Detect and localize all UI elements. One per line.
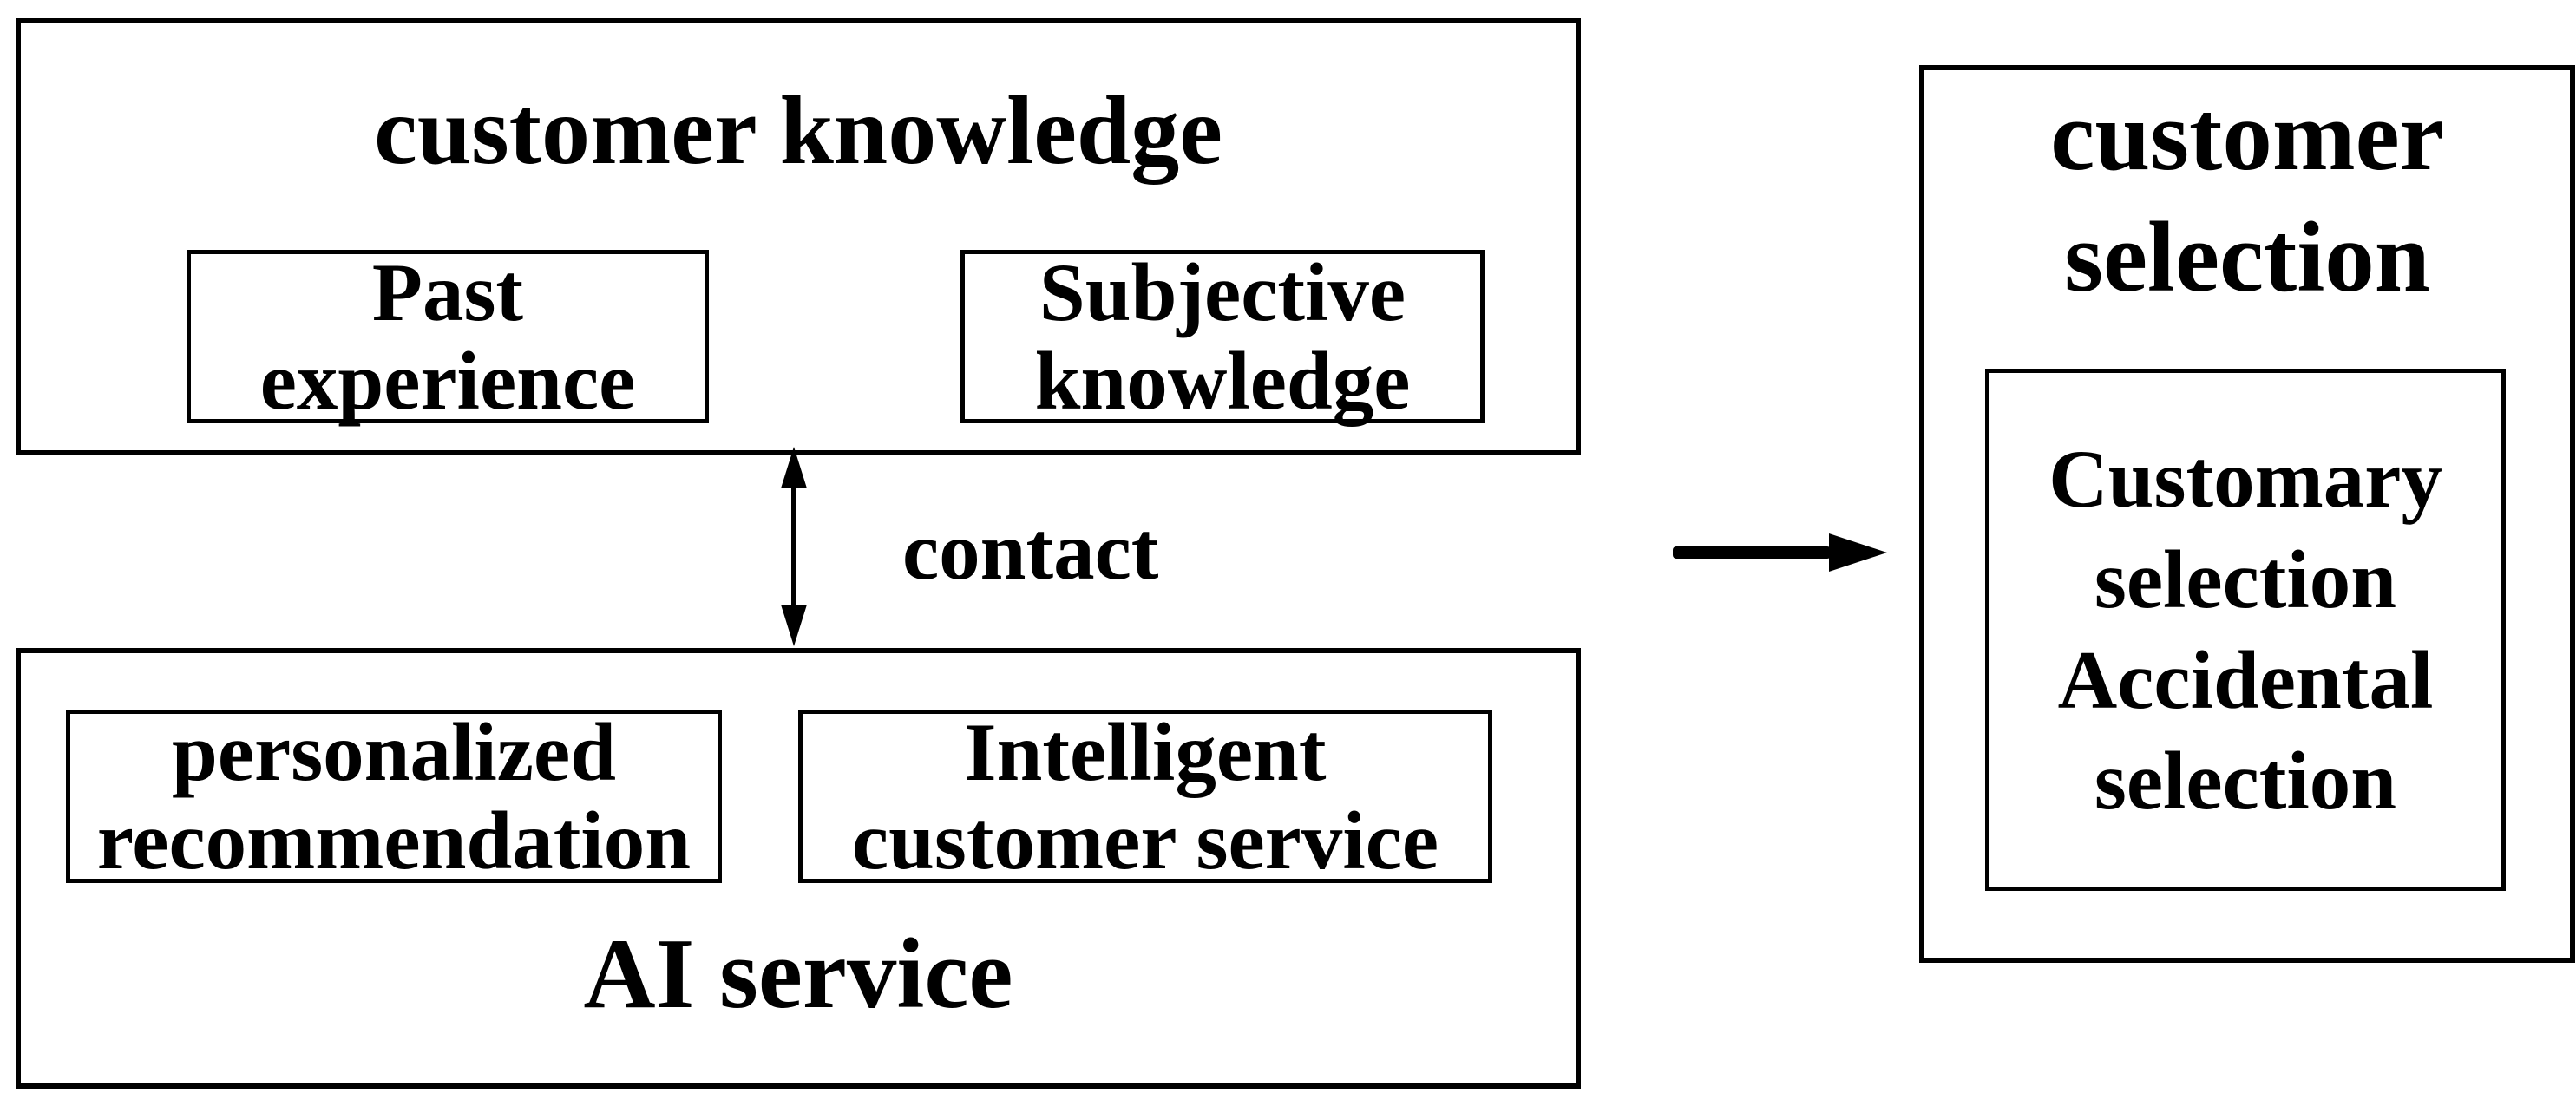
contact-label: contact [902,505,1159,597]
ai-service-title: AI service [583,919,1013,1029]
selection-types-line-3: Accidental [2057,634,2434,726]
subjective-knowledge-line-1: Subjective [1039,246,1406,338]
past-experience-line-2: experience [259,335,636,427]
flow-right-arrow-icon [1673,533,1887,572]
customer-selection-title-line-2: selection [2064,202,2430,312]
subjective-knowledge-box: Subjective knowledge [960,246,1485,427]
contact-double-arrow-icon [781,447,807,646]
ai-service-box: personalized recommendation Intelligent … [16,648,1581,1089]
subjective-knowledge-line-2: knowledge [1034,335,1411,427]
selection-types-line-2: selection [2094,533,2397,625]
selection-types-line-1: Customary [2048,433,2442,525]
intelligent-customer-service-box: Intelligent customer service [798,706,1492,887]
past-experience-box: Past experience [187,246,709,427]
customer-selection-box: customer selection Customary selection A… [1919,65,2575,963]
customer-selection-title: customer selection [1924,75,2570,318]
personalized-recommendation-line-2: recommendation [96,795,692,887]
customer-selection-title-line-1: customer [2050,81,2444,191]
personalized-recommendation-box: personalized recommendation [66,706,722,887]
intelligent-customer-service-line-1: Intelligent [964,706,1327,798]
personalized-recommendation-line-1: personalized [172,706,616,798]
selection-types-box: Customary selection Accidental selection [1985,369,2506,891]
selection-types-line-4: selection [2094,735,2397,827]
customer-knowledge-box: customer knowledge Past experience Subje… [16,18,1581,455]
intelligent-customer-service-line-2: customer service [851,795,1439,887]
past-experience-line-1: Past [371,246,524,338]
customer-knowledge-title: customer knowledge [374,77,1222,185]
